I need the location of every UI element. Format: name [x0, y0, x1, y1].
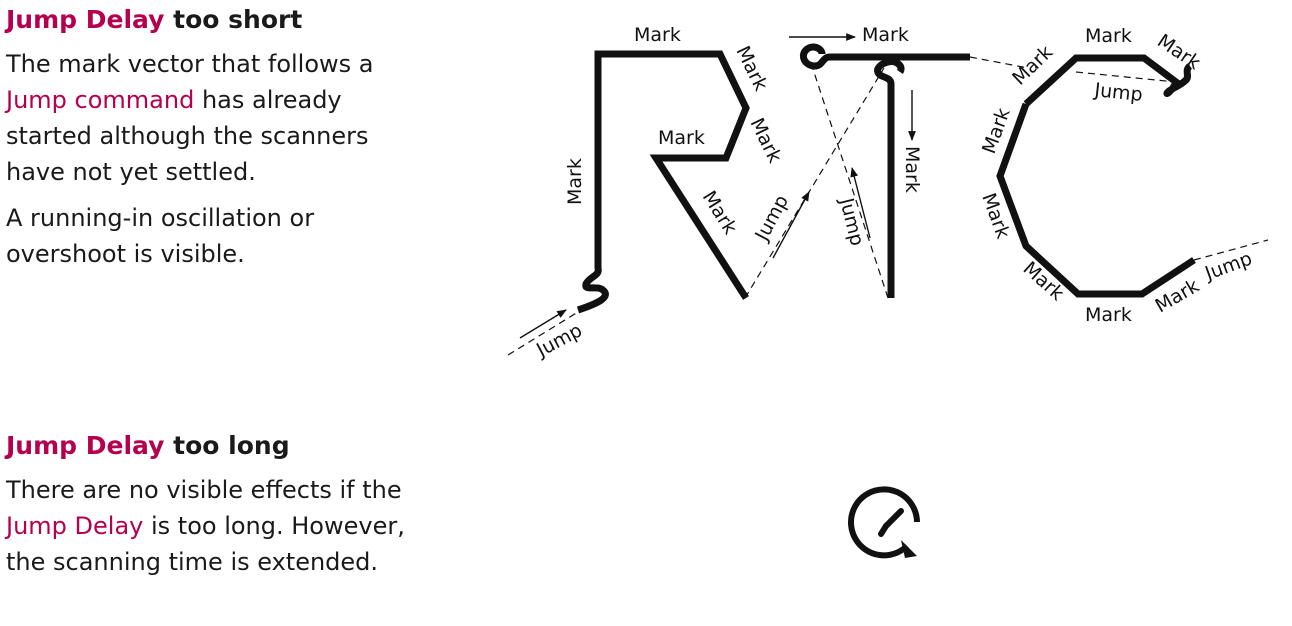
jump-path-4	[969, 56, 1029, 69]
arrow-jump-1	[519, 309, 567, 339]
label-mark: Mark	[634, 24, 681, 46]
direction-arrows	[519, 33, 916, 339]
text: is too long. However, the scanning time …	[6, 512, 405, 576]
label-mark: Mark	[1085, 25, 1132, 47]
section-jump-delay-too-long: Jump Delay too long There are no visible…	[6, 430, 426, 590]
rtc-mark-jump-diagram: Mark Mark Mark Mark Mark Mark Jump Jump …	[507, 24, 1269, 362]
section-jump-delay-too-short: Jump Delay too short The mark vector tha…	[6, 4, 426, 282]
letter-t-top	[799, 43, 970, 70]
label-mark: Mark	[901, 146, 923, 193]
label-jump: Jump	[835, 195, 868, 248]
label-mark: Mark	[862, 24, 909, 46]
heading-accent: Jump Delay	[6, 431, 165, 460]
heading-rest: too short	[164, 5, 303, 34]
jump-paths	[507, 56, 1269, 356]
jump-path-1	[507, 311, 579, 356]
arrow-jump-2	[772, 191, 810, 259]
jump-command-term: Jump command	[6, 86, 195, 114]
arrow-jump-3	[850, 167, 871, 239]
jump-path-2	[744, 67, 885, 299]
heading-rest: too long	[164, 431, 290, 460]
text: has already started although the scanner…	[6, 86, 369, 186]
jump-delay-term: Jump Delay	[6, 512, 144, 540]
jump-path-5	[1075, 71, 1177, 83]
text: There are no visible effects if the	[6, 476, 402, 504]
clock-arrow-icon	[848, 486, 920, 559]
label-mark: Mark	[1085, 304, 1132, 326]
label-jump: Jump	[751, 191, 794, 245]
text: The mark vector that follows a	[6, 50, 374, 78]
label-jump: Jump	[1092, 79, 1143, 106]
letter-c-strokes	[996, 54, 1196, 298]
letter-t-stem	[874, 58, 905, 298]
paragraph-short-2: A running-in oscillation or overshoot is…	[6, 204, 315, 268]
jump-path-6	[1193, 239, 1269, 261]
mark-vectors	[576, 43, 1196, 314]
heading-accent: Jump Delay	[6, 5, 165, 34]
heading-too-short: Jump Delay too short	[6, 4, 426, 36]
letter-r-strokes	[576, 50, 750, 314]
paragraph-short-1: The mark vector that follows a Jump comm…	[6, 46, 426, 190]
label-mark: Mark	[746, 115, 786, 167]
jump-path-3	[809, 59, 889, 299]
paragraph-long-1: There are no visible effects if the Jump…	[6, 472, 426, 580]
label-mark: Mark	[564, 158, 586, 205]
label-mark: Mark	[658, 127, 705, 149]
label-jump: Jump	[1201, 248, 1255, 286]
heading-too-long: Jump Delay too long	[6, 430, 426, 462]
